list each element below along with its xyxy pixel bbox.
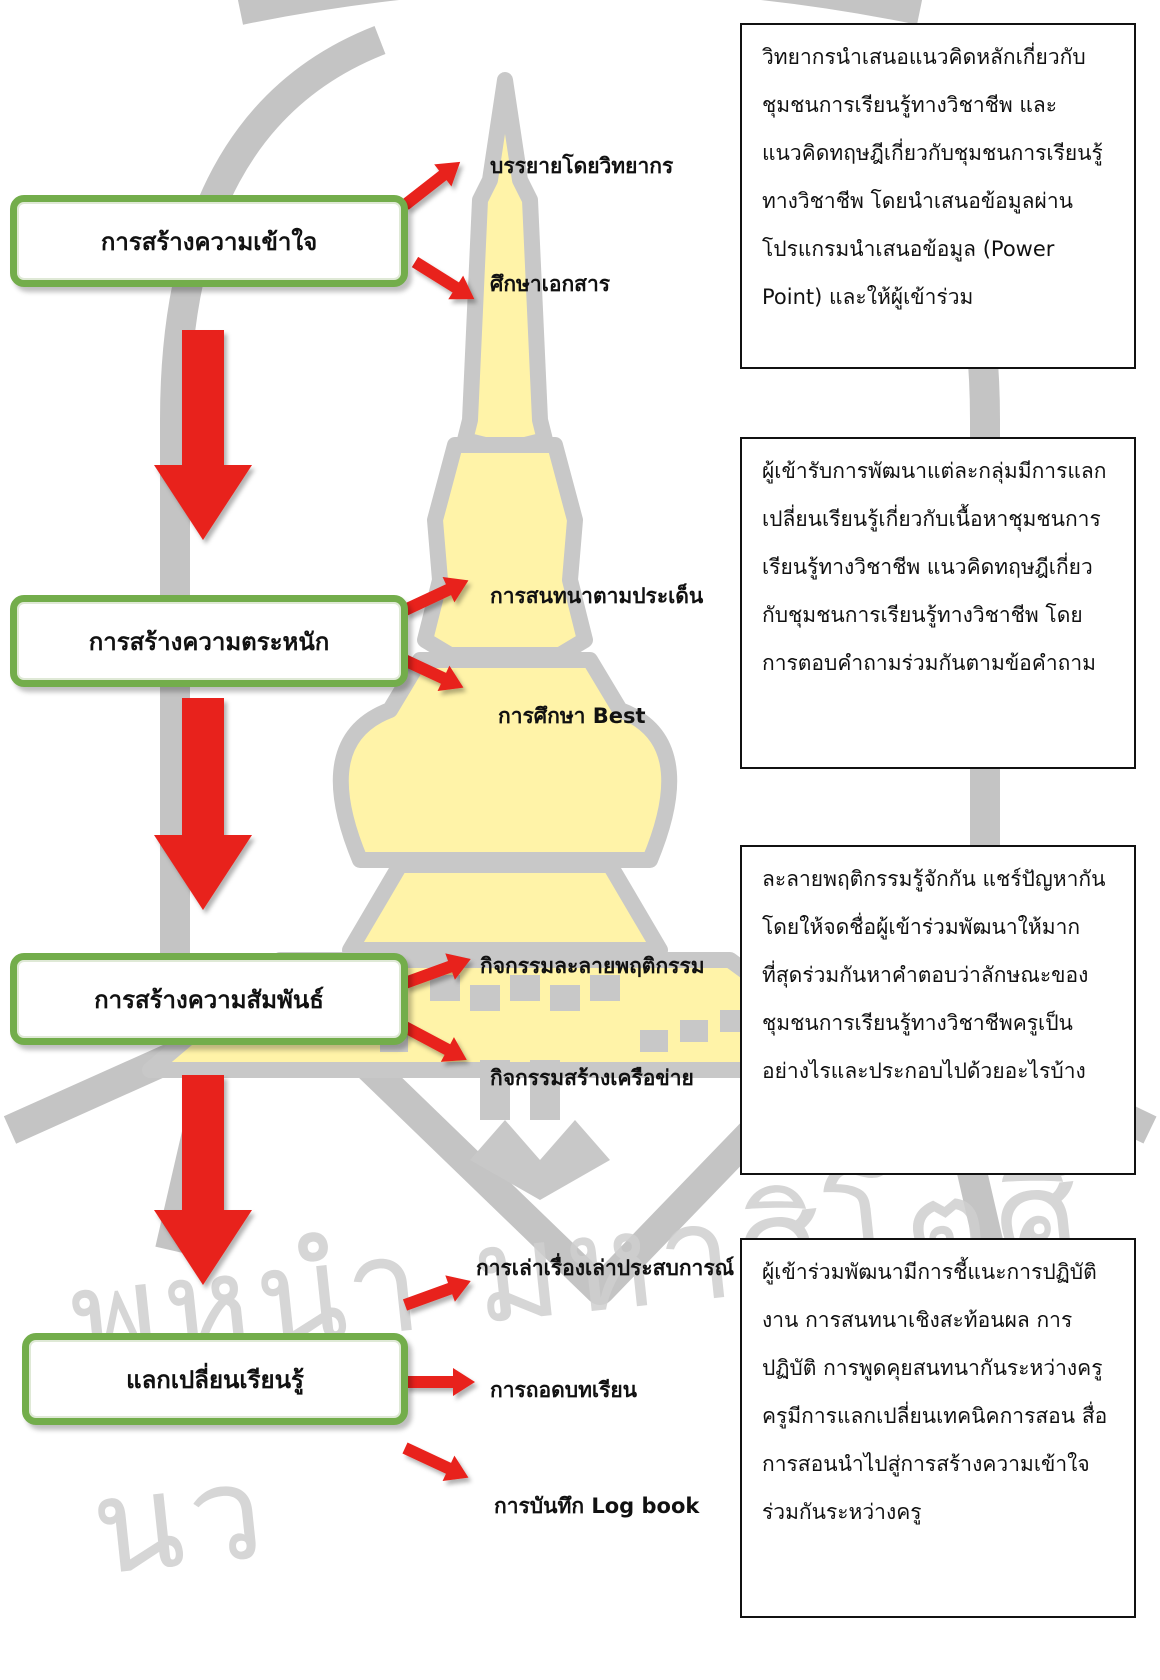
description-box-2: ผู้เข้ารับการพัฒนาแต่ละกลุ่มมีการแลกเปลี… bbox=[740, 437, 1136, 769]
activity-arrow bbox=[402, 577, 469, 616]
activity-label: การสนทนาตามประเด็น bbox=[490, 584, 704, 608]
description-box-3: ละลายพฤติกรรมรู้จักกัน แชร์ปัญหากัน โดยใ… bbox=[740, 845, 1136, 1175]
activity-arrow bbox=[402, 1442, 469, 1481]
activity-arrow bbox=[402, 1021, 467, 1062]
stage-box-understanding: การสร้างความเข้าใจ bbox=[10, 195, 408, 287]
activity-arrow bbox=[402, 1275, 471, 1311]
activity-label: บรรยายโดยวิทยากร bbox=[490, 154, 674, 178]
activity-arrow bbox=[401, 161, 461, 210]
activity-arrow bbox=[397, 652, 464, 691]
flow-arrow-down bbox=[154, 1075, 252, 1285]
activity-label: การบันทึก Log book bbox=[494, 1494, 700, 1518]
activity-label: การถอดบทเรียน bbox=[490, 1378, 638, 1402]
activity-label: การเล่าเรื่องเล่าประสบการณ์ bbox=[476, 1256, 735, 1280]
stage-box-awareness: การสร้างความตระหนัก bbox=[10, 595, 408, 687]
activity-arrow bbox=[405, 1368, 475, 1396]
activity-label: ศึกษาเอกสาร bbox=[490, 272, 611, 296]
activity-label: กิจกรรมสร้างเครือข่าย bbox=[490, 1066, 694, 1090]
activity-arrow bbox=[411, 256, 475, 300]
description-box-4: ผู้เข้าร่วมพัฒนามีการชี้แนะการปฏิบัติงาน… bbox=[740, 1238, 1136, 1618]
description-box-1: วิทยากรนำเสนอแนวคิดหลักเกี่ยวกับชุมชนการ… bbox=[740, 23, 1136, 369]
flow-arrow-down bbox=[154, 698, 252, 910]
stage-box-knowledge-exchange: แลกเปลี่ยนเรียนรู้ bbox=[22, 1333, 408, 1425]
stage-box-relationship: การสร้างความสัมพันธ์ bbox=[10, 953, 408, 1045]
activity-arrow bbox=[402, 953, 471, 989]
activity-label: การศึกษา Best bbox=[498, 704, 646, 728]
flow-arrow-down bbox=[154, 330, 252, 540]
activity-label: กิจกรรมละลายพฤติกรรม bbox=[480, 954, 705, 978]
